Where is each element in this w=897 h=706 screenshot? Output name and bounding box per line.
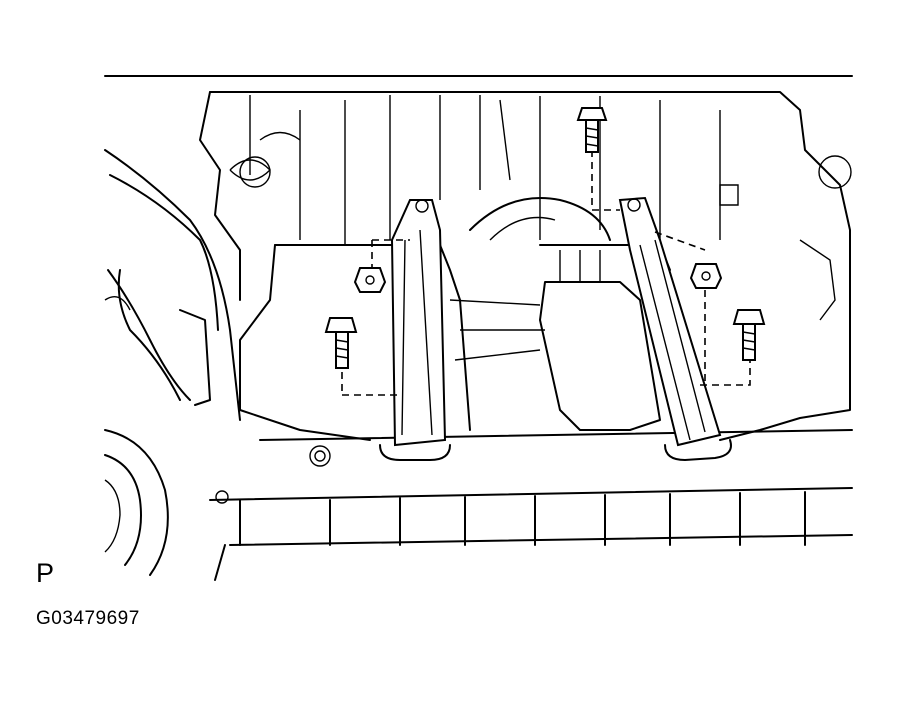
figure-code-label: G03479697 bbox=[36, 608, 140, 629]
bolt-top-center bbox=[576, 107, 608, 153]
view-letter-label: P bbox=[36, 558, 55, 588]
bolt-right-lower bbox=[732, 309, 766, 361]
left-wheel bbox=[104, 429, 169, 576]
left-harness bbox=[104, 149, 241, 421]
engine-block bbox=[199, 91, 852, 441]
transmission-housing bbox=[239, 197, 836, 441]
nut-left bbox=[353, 267, 387, 293]
nut-right bbox=[689, 263, 723, 289]
oil-pan bbox=[209, 429, 853, 581]
bolt-left-lower bbox=[324, 317, 358, 369]
left-bracket bbox=[379, 199, 451, 461]
right-bracket bbox=[618, 196, 732, 461]
